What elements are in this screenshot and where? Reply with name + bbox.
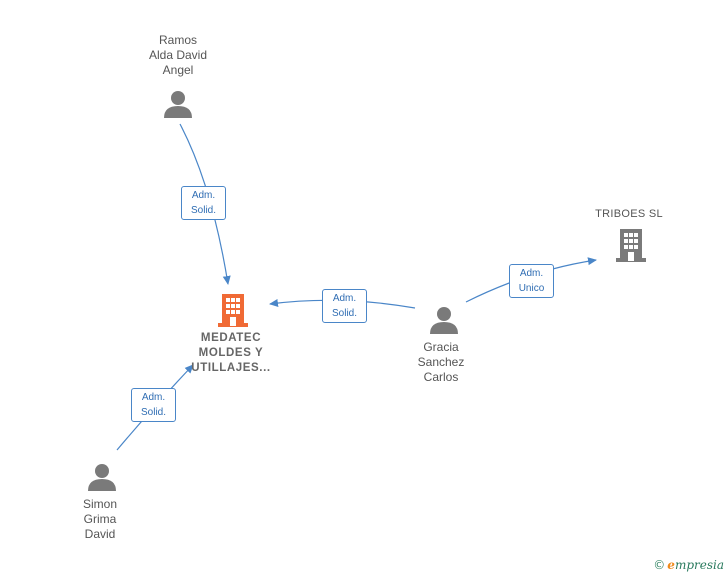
node-label-simon[interactable]: Simon Grima David [82, 497, 117, 541]
edge-label-gracia-medatec[interactable]: Adm. Solid. [322, 289, 367, 323]
brand-initial: e [667, 558, 675, 572]
edge-label-gracia-triboes[interactable]: Adm. Unico [509, 264, 554, 298]
edge-label-ramos-medatec[interactable]: Adm. Solid. [181, 186, 226, 220]
node-label-triboes[interactable]: TRIBOES SL [595, 208, 663, 220]
node-label-ramos[interactable]: Ramos Alda David Angel [148, 33, 208, 77]
building-icon[interactable] [616, 227, 646, 263]
edge-label-simon-medatec[interactable]: Adm. Solid. [131, 388, 176, 422]
node-label-medatec[interactable]: MEDATEC MOLDES Y UTILLAJES... [191, 332, 271, 374]
person-icon[interactable] [163, 89, 193, 119]
brand-footer[interactable]: ©empresia [653, 558, 724, 572]
building-icon[interactable] [218, 292, 248, 328]
person-icon[interactable] [429, 305, 459, 335]
node-label-gracia[interactable]: Gracia Sanchez Carlos [417, 340, 465, 384]
brand-name: mpresia [674, 558, 724, 572]
person-icon[interactable] [87, 462, 117, 492]
copyright-icon: © [653, 558, 666, 572]
